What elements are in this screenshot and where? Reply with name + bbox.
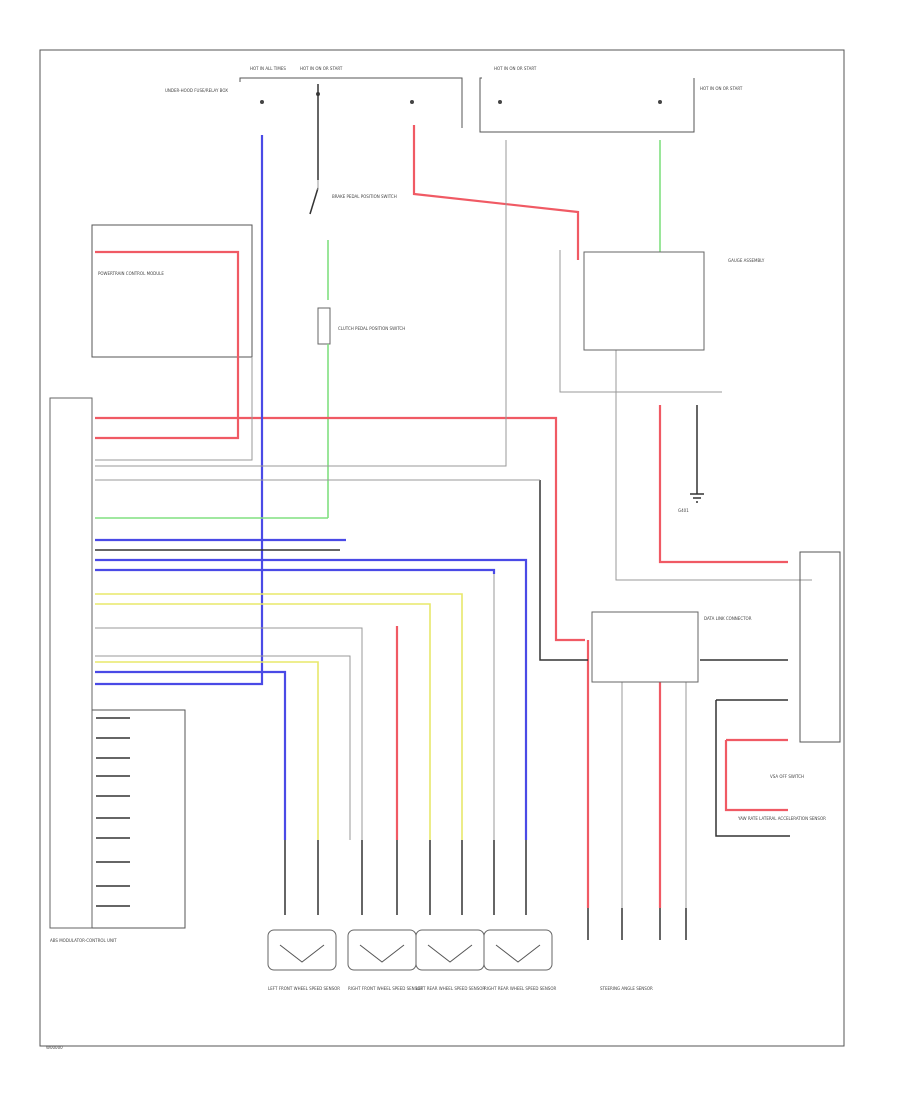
steering-sensor-label: STEERING ANGLE SENSOR [600,986,653,991]
svg-text:GAUGE ASSEMBLY: GAUGE ASSEMBLY [728,258,765,263]
svg-text:UNDER-HOOD FUSE/RELAY BOX: UNDER-HOOD FUSE/RELAY BOX [165,88,228,93]
dlc: DATA LINK CONNECTOR [591,611,752,683]
svg-text:DATA LINK CONNECTOR: DATA LINK CONNECTOR [704,616,752,621]
wheel-sensor-rt-rear: RIGHT REAR WHEEL SPEED SENSOR [483,929,556,991]
svg-text:HOT IN ON OR START: HOT IN ON OR START [300,66,343,71]
vsa-switch: VSA OFF SWITCH [770,551,841,779]
svg-text:HOT IN ALL TIMES: HOT IN ALL TIMES [250,66,286,71]
fuse-symbol [260,92,662,104]
wheel-sensor-rt-front: RIGHT FRONT WHEEL SPEED SENSOR [347,929,423,991]
svg-text:ABS MODULATOR-CONTROL UNIT: ABS MODULATOR-CONTROL UNIT [50,938,117,943]
diagram-frame [39,49,845,1047]
yaw-sensor-label: YAW RATE LATERAL ACCELERATION SENSOR [737,816,826,821]
svg-text:POWERTRAIN CONTROL MODULE: POWERTRAIN CONTROL MODULE [98,271,164,276]
svg-text:BRAKE PEDAL POSITION SWITCH: BRAKE PEDAL POSITION SWITCH [332,194,397,199]
footer-code: W00000 [46,1045,63,1050]
svg-text:LEFT FRONT WHEEL SPEED SENSOR: LEFT FRONT WHEEL SPEED SENSOR [268,986,340,991]
wheel-sensor-lt-rear: LEFT REAR WHEEL SPEED SENSOR [415,929,485,991]
svg-text:VSA OFF SWITCH: VSA OFF SWITCH [770,774,804,779]
fuse-relay-box: HOT IN ALL TIMES HOT IN ON OR START HOT … [165,66,743,133]
wheel-sensor-lt-front: LEFT FRONT WHEEL SPEED SENSOR [267,929,340,991]
svg-text:LEFT REAR WHEEL SPEED SENSOR: LEFT REAR WHEEL SPEED SENSOR [416,986,485,991]
svg-text:HOT IN ON OR START: HOT IN ON OR START [494,66,537,71]
ground-symbol: G401 [678,493,704,513]
svg-text:HOT IN ON OR START: HOT IN ON OR START [700,86,743,91]
brake-switch: BRAKE PEDAL POSITION SWITCH CLUTCH PEDAL… [309,84,405,518]
abs-module: ABS MODULATOR-CONTROL UNIT [49,397,186,943]
abs-pin-stubs [96,717,130,907]
ecm: POWERTRAIN CONTROL MODULE [91,224,253,358]
combination-meter: GAUGE ASSEMBLY [583,251,765,351]
svg-text:CLUTCH PEDAL POSITION SWITCH: CLUTCH PEDAL POSITION SWITCH [338,326,405,331]
svg-text:G401: G401 [678,508,689,513]
svg-text:RIGHT FRONT WHEEL SPEED SENSOR: RIGHT FRONT WHEEL SPEED SENSOR [348,986,423,991]
svg-text:RIGHT REAR WHEEL SPEED SENSOR: RIGHT REAR WHEEL SPEED SENSOR [484,986,556,991]
sensor-connectors [284,840,687,940]
